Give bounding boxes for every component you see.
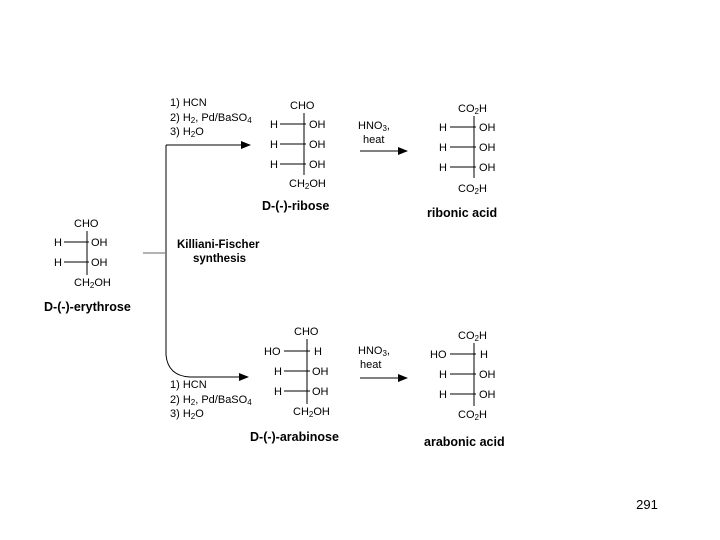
arabinose-row3-left: H xyxy=(274,386,282,398)
ribonic-acid-row3-right: OH xyxy=(479,162,496,174)
arabinose-top-group: CHO xyxy=(294,326,319,338)
arabinose-row1-left: HO xyxy=(264,346,281,358)
ribose-structure: CHO H OH H OH H OH CH2OH D-(-)-ribose xyxy=(262,100,329,213)
ribonic-acid-row2-right: OH xyxy=(479,142,496,154)
kiliani-fischer-label: Killiani-Fischer synthesis xyxy=(177,239,260,265)
arabonic-acid-row2-right: OH xyxy=(479,369,496,381)
arabinose-row2-right: OH xyxy=(312,366,329,378)
erythrose-row1-right: OH xyxy=(91,237,108,249)
arabonic-acid-row1-left: HO xyxy=(430,349,447,361)
arabinose-structure: CHO HO H H OH H OH CH2OH D-(-)-arabinose xyxy=(250,326,339,444)
upper-oxidation-reagent: HNO3, xyxy=(358,120,390,133)
arabinose-row1-right: H xyxy=(314,346,322,358)
lower-reagent-3: 3) H2O xyxy=(170,408,204,421)
arabonic-acid-top-group: CO2H xyxy=(458,330,487,343)
ribose-row1-right: OH xyxy=(309,119,326,131)
ribose-top-group: CHO xyxy=(290,100,315,112)
ribonic-acid-row3-left: H xyxy=(439,162,447,174)
arabonic-acid-row2-left: H xyxy=(439,369,447,381)
arabonic-acid-row3-left: H xyxy=(439,389,447,401)
lower-reagents: 1) HCN 2) H2, Pd/BaSO4 3) H2O xyxy=(170,379,252,421)
ribose-row3-right: OH xyxy=(309,159,326,171)
ribonic-acid-row1-right: OH xyxy=(479,122,496,134)
erythrose-bottom-group: CH2OH xyxy=(74,277,111,290)
arabonic-acid-bottom-group: CO2H xyxy=(458,409,487,422)
kiliani-fischer-line1: Killiani-Fischer xyxy=(177,239,260,251)
page-number: 291 xyxy=(636,497,658,512)
upper-oxidation-condition: heat xyxy=(363,134,384,146)
erythrose-structure: CHO H OH H OH CH2OH D-(-)-erythrose xyxy=(44,218,131,314)
ribonic-acid-row2-left: H xyxy=(439,142,447,154)
ribose-row2-right: OH xyxy=(309,139,326,151)
lower-reagent-1: 1) HCN xyxy=(170,379,207,391)
ribonic-acid-row1-left: H xyxy=(439,122,447,134)
lower-synthesis-arrow xyxy=(165,354,249,381)
arabonic-acid-name: arabonic acid xyxy=(424,435,505,449)
erythrose-row2-right: OH xyxy=(91,257,108,269)
upper-reagent-3: 3) H2O xyxy=(170,126,204,139)
erythrose-row2-left: H xyxy=(54,257,62,269)
ribonic-acid-name: ribonic acid xyxy=(427,206,497,220)
ribonic-acid-bottom-group: CO2H xyxy=(458,183,487,196)
upper-reagents: 1) HCN 2) H2, Pd/BaSO4 3) H2O xyxy=(170,97,252,139)
ribonic-acid-structure: CO2H H OH H OH H OH CO2H ribonic acid xyxy=(427,103,497,220)
lower-oxidation-condition: heat xyxy=(360,359,381,371)
erythrose-name: D-(-)-erythrose xyxy=(44,300,131,314)
upper-reagent-2: 2) H2, Pd/BaSO4 xyxy=(170,112,252,125)
lower-reagent-2: 2) H2, Pd/BaSO4 xyxy=(170,394,252,407)
arabinose-row2-left: H xyxy=(274,366,282,378)
arabinose-bottom-group: CH2OH xyxy=(293,406,330,419)
erythrose-row1-left: H xyxy=(54,237,62,249)
upper-reagent-1: 1) HCN xyxy=(170,97,207,109)
lower-oxidation: HNO3, heat xyxy=(358,345,408,382)
kiliani-fischer-line2: synthesis xyxy=(193,253,246,265)
lower-oxidation-reagent: HNO3, xyxy=(358,345,390,358)
arabinose-name: D-(-)-arabinose xyxy=(250,430,339,444)
ribose-row1-left: H xyxy=(270,119,278,131)
ribose-row3-left: H xyxy=(270,159,278,171)
upper-oxidation: HNO3, heat xyxy=(358,120,408,155)
ribonic-acid-top-group: CO2H xyxy=(458,103,487,116)
erythrose-top-group: CHO xyxy=(74,218,99,230)
ribose-row2-left: H xyxy=(270,139,278,151)
ribose-name: D-(-)-ribose xyxy=(262,199,329,213)
ribose-bottom-group: CH2OH xyxy=(289,178,326,191)
arabonic-acid-structure: CO2H HO H H OH H OH CO2H arabonic acid xyxy=(424,330,505,449)
arabonic-acid-row3-right: OH xyxy=(479,389,496,401)
arabonic-acid-row1-right: H xyxy=(480,349,488,361)
arabinose-row3-right: OH xyxy=(312,386,329,398)
